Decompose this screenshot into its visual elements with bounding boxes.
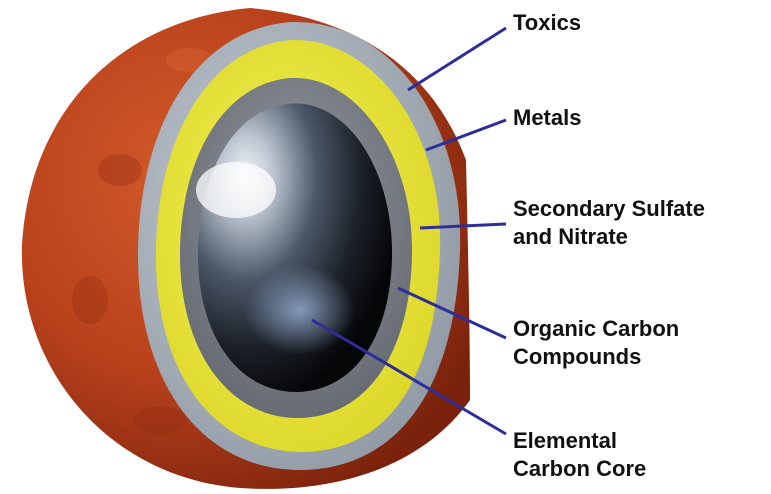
- label-core-line1: Elemental: [513, 428, 617, 454]
- toxics-leader: [408, 28, 506, 90]
- core-highlight: [196, 162, 276, 218]
- label-core-line2: Carbon Core: [513, 456, 646, 482]
- label-organic-line1: Organic Carbon: [513, 316, 679, 342]
- core-blue-glow: [245, 265, 355, 355]
- label-organic-line2: Compounds: [513, 344, 641, 370]
- toxics-layer-texture: [98, 154, 142, 186]
- label-sulfate-line2: and Nitrate: [513, 224, 628, 250]
- label-sulfate-line1: Secondary Sulfate: [513, 196, 705, 222]
- label-metals: Metals: [513, 105, 581, 131]
- label-toxics: Toxics: [513, 10, 581, 36]
